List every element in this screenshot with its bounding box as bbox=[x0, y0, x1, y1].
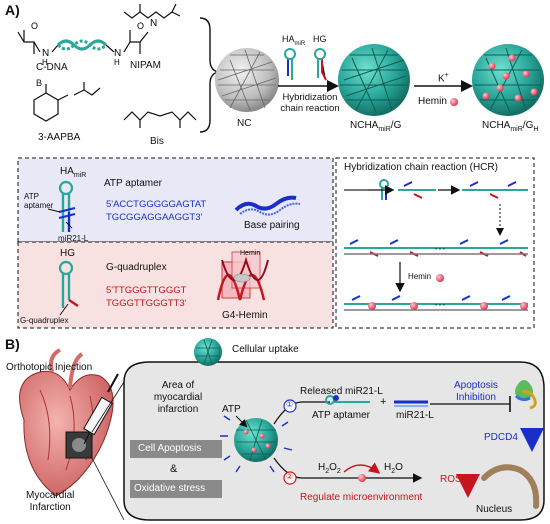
nc-label: NC bbox=[237, 118, 252, 129]
ncha-gh-label: NCHAmiR/GH bbox=[482, 120, 539, 133]
hemin-dot-a bbox=[450, 98, 458, 106]
h2o-label: H2O bbox=[384, 462, 403, 475]
mir21-b-label: miR21-L bbox=[396, 410, 434, 421]
aappba-structure bbox=[33, 82, 101, 122]
atp-aptamer-pointer bbox=[47, 208, 61, 213]
cdna-n-left: N bbox=[42, 48, 49, 59]
hemin-dot-b bbox=[358, 474, 366, 482]
hcr-arrow-label: Hybridization chain reaction bbox=[280, 92, 340, 114]
inset-atp-aptamer-label: ATP aptamer bbox=[24, 192, 54, 210]
hg-hairpin bbox=[314, 48, 327, 81]
nucleus-label: Nucleus bbox=[476, 504, 513, 515]
pdcd4-label: PDCD4 bbox=[484, 432, 518, 443]
panel-b-label: B) bbox=[5, 336, 20, 352]
zoom-line-top bbox=[91, 381, 125, 433]
nucleus-shape bbox=[481, 464, 540, 509]
atp-arrow bbox=[235, 415, 248, 428]
plus-sign: + bbox=[380, 396, 387, 408]
mir21-pointer bbox=[65, 221, 73, 229]
pdcd4-protein-icon bbox=[514, 380, 537, 410]
bis-label: Bis bbox=[150, 136, 164, 147]
g4-hemin-graphic bbox=[216, 251, 269, 301]
apoptosis-inhibition-label: Apoptosis Inhibition bbox=[454, 380, 498, 403]
cdna-label: C-DNA bbox=[36, 62, 68, 73]
bis-structure bbox=[123, 111, 197, 128]
panel-a-label: A) bbox=[5, 2, 20, 18]
brace bbox=[199, 17, 219, 133]
inset-ha-label: HAmiR bbox=[60, 166, 87, 179]
amp-label: & bbox=[170, 463, 178, 475]
ros-label: ROS bbox=[440, 474, 462, 485]
cdna-h-right: H bbox=[114, 58, 120, 67]
cdna-o: O bbox=[31, 21, 38, 31]
h2o2-label: H2O2 bbox=[318, 462, 341, 475]
ncha-gh-ball bbox=[472, 44, 544, 116]
circle1-text: ① bbox=[286, 400, 294, 409]
g4-hemin-tag: Hemin bbox=[240, 250, 261, 257]
ncha-g-ball bbox=[338, 44, 410, 116]
uptake-ball bbox=[194, 338, 222, 366]
nc-ball bbox=[215, 48, 279, 112]
ha-mir-label: HAmiR bbox=[282, 34, 306, 47]
released-label: Released miR21-L bbox=[300, 386, 383, 397]
syringe-icon bbox=[83, 373, 119, 445]
regulate-label: Regulate microenvironment bbox=[300, 492, 423, 503]
k-plus-label: K+ bbox=[438, 72, 449, 85]
circle1-mark bbox=[283, 399, 297, 413]
hg-label: HG bbox=[313, 34, 327, 44]
hcr-hemin-label: Hemin bbox=[408, 272, 432, 281]
nipam-n: N bbox=[150, 18, 157, 29]
cell-apoptosis-label: Cell Apoptosis bbox=[138, 443, 202, 454]
cdna-o2: O bbox=[137, 21, 144, 31]
inset-atp-aptamer-title: ATP aptamer bbox=[104, 178, 162, 189]
release-ball bbox=[220, 415, 293, 473]
inset-blue-sequence: 5'ACCTGGGGGAGTAT TGCGGAGGAAGGT3' bbox=[106, 199, 207, 223]
nipam-structure bbox=[123, 3, 181, 19]
ha-inset-hairpin bbox=[58, 180, 76, 232]
circle2-mark bbox=[283, 471, 297, 485]
inset-gquad-label: G-quadruplex bbox=[20, 316, 69, 325]
nipam-label: NIPAM bbox=[130, 60, 161, 71]
area-mi-label: Area of myocardial infarction bbox=[153, 380, 203, 415]
oxidative-stress-label: Oxidative stress bbox=[134, 483, 206, 494]
inset-hg-label: HG bbox=[60, 248, 75, 259]
g4-hemin-label: G4-Hemin bbox=[222, 310, 268, 321]
inset-pink-box bbox=[17, 241, 334, 329]
aptamer-mir-graphic bbox=[325, 395, 428, 407]
orthotopic-label: Orthotopic Injection bbox=[6, 362, 93, 373]
inset-pink-sequence: 5'TTGGGTTGGGT TGGGTTGGGTT3' bbox=[106, 285, 187, 309]
cdna-structure bbox=[17, 30, 149, 54]
cdna-h-left: H bbox=[42, 58, 48, 67]
inset-mir21-label: miR21-L bbox=[58, 234, 89, 243]
base-pairing-graphic bbox=[234, 195, 301, 216]
gquad-pointer bbox=[59, 303, 69, 316]
cell-apoptosis-box bbox=[130, 440, 222, 458]
base-pairing-label: Base pairing bbox=[244, 220, 300, 231]
oxidative-stress-box bbox=[130, 480, 222, 498]
circle2-text: ② bbox=[286, 472, 294, 481]
aappba-label: 3-AAPBA bbox=[38, 132, 81, 143]
hcr-title: Hybridization chain reaction (HCR) bbox=[344, 162, 498, 173]
boron-label: B bbox=[36, 78, 43, 88]
hcr-hemin-dots bbox=[368, 274, 528, 310]
mi-label: Myocardial Infarction bbox=[26, 490, 75, 513]
zoom-line-bottom bbox=[91, 457, 125, 521]
cdna-n-right: N bbox=[114, 48, 121, 59]
h2o2-curve-arrow bbox=[343, 462, 381, 474]
hemin-label-a: Hemin bbox=[418, 96, 447, 107]
atp-label: ATP bbox=[222, 404, 241, 415]
atp-aptamer-b-label: ATP aptamer bbox=[312, 410, 370, 421]
ha-hairpin bbox=[284, 48, 296, 80]
hcr-ellipsis-1: ··· bbox=[434, 241, 446, 255]
ncha-g-label: NCHAmiR/G bbox=[350, 120, 402, 133]
cell-body bbox=[123, 361, 545, 521]
hcr-ellipsis-2: ··· bbox=[434, 297, 446, 311]
hg-inset-hairpin bbox=[58, 260, 79, 308]
cellular-uptake-label: Cellular uptake bbox=[232, 344, 299, 355]
inset-gquad-title: G-quadruplex bbox=[106, 262, 167, 273]
